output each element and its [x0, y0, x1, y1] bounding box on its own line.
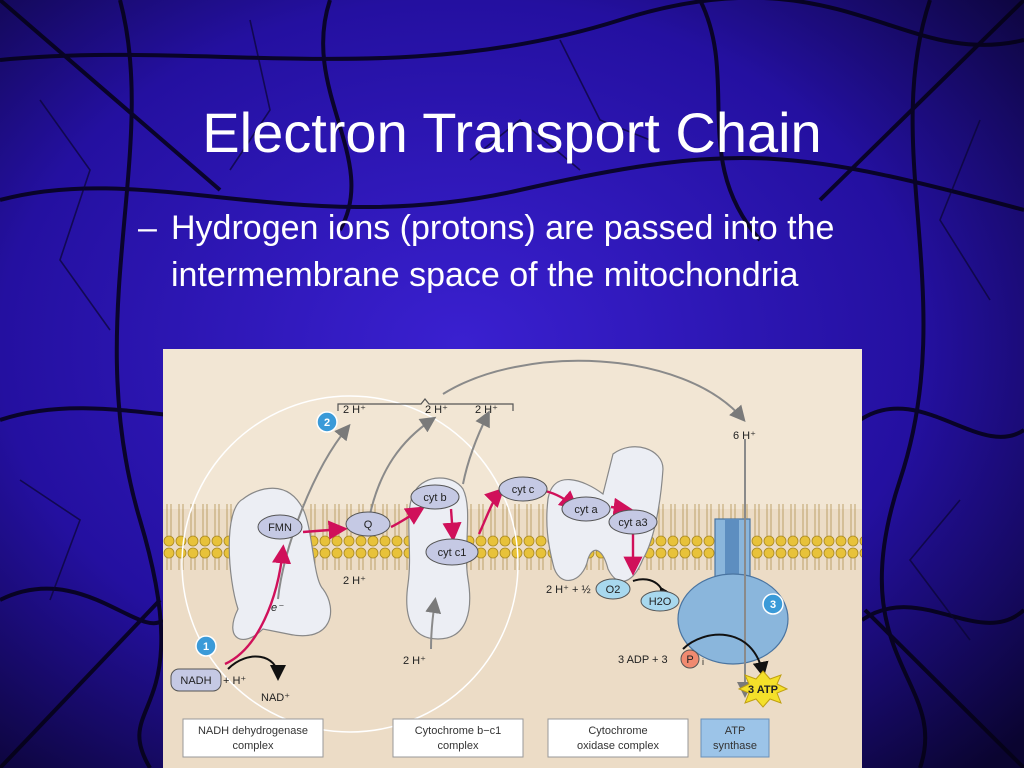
svg-text:FMN: FMN	[268, 522, 292, 534]
nadh-label: NADH	[170, 668, 222, 692]
phosphate-label: P	[680, 649, 700, 669]
electron-arrow-2	[302, 520, 348, 540]
svg-text:3: 3	[770, 599, 776, 611]
step-badge-2: 2	[316, 411, 338, 433]
carrier-cyt-c: cyt c	[498, 476, 548, 502]
step-badge-3: 3	[762, 593, 784, 615]
svg-text:oxidase complex: oxidase complex	[577, 740, 659, 752]
svg-text:Q: Q	[364, 519, 373, 531]
svg-text:cyt c: cyt c	[512, 484, 535, 496]
svg-text:cyt c1: cyt c1	[438, 547, 467, 559]
plus-h-label: + H⁺	[223, 675, 246, 687]
nad-plus-label: NAD⁺	[261, 692, 290, 704]
svg-text:2: 2	[324, 417, 330, 429]
carrier-cyt-b: cyt b	[410, 484, 460, 510]
svg-text:Cytochrome b−c1: Cytochrome b−c1	[415, 725, 502, 737]
slide-title: Electron Transport Chain	[202, 101, 822, 164]
electron-label: e⁻	[271, 602, 284, 614]
step-badge-1: 1	[195, 635, 217, 657]
electron-arrow-3	[390, 506, 426, 529]
svg-text:synthase: synthase	[713, 740, 757, 752]
highlight-circle	[181, 395, 519, 733]
proton-label-top-1: 2 H⁺	[343, 404, 366, 416]
proton-arrow-4	[425, 597, 442, 650]
svg-text:cyt a3: cyt a3	[618, 517, 647, 529]
proton-label-matrix-q: 2 H⁺	[343, 575, 366, 587]
proton-bracket	[337, 398, 514, 411]
proton-arrow-2	[367, 416, 437, 525]
proton-label-matrix-cyt: 2 H⁺	[403, 655, 426, 667]
atp-product: 3 ATP	[737, 670, 789, 708]
caption-cytochrome-bc1: Cytochrome b−c1 complex	[392, 718, 524, 758]
caption-nadh-dehydrogenase: NADH dehydrogenase complex	[182, 718, 324, 758]
svg-text:3 ATP: 3 ATP	[748, 684, 778, 696]
proton-return-arrow	[442, 359, 746, 423]
proton-arrow-3	[462, 410, 490, 485]
adp-label: 3 ADP + 3	[618, 654, 668, 666]
carrier-q: Q	[345, 511, 391, 537]
water-reaction-label: 2 H⁺ + ½	[546, 584, 591, 596]
phosphate-subscript: i	[702, 657, 704, 667]
svg-text:complex: complex	[438, 740, 479, 752]
etc-diagram: 2 H⁺ 2 H⁺ 2 H⁺ 6 H⁺ 2 H⁺ 2 H⁺ FMN Q cyt …	[163, 349, 862, 768]
carrier-cyt-a: cyt a	[561, 496, 611, 522]
electron-arrow-1	[224, 544, 292, 666]
bullet-dash: –	[138, 209, 157, 247]
svg-text:H2O: H2O	[649, 596, 672, 608]
nadh-reaction-arrow	[227, 655, 286, 681]
svg-text:P: P	[686, 654, 693, 666]
electron-arrow-7	[610, 497, 633, 517]
oxygen-label: O2	[595, 578, 631, 600]
svg-text:NADH: NADH	[180, 675, 211, 687]
svg-text:1: 1	[203, 641, 209, 653]
proton-label-top-2: 2 H⁺	[425, 404, 448, 416]
svg-text:complex: complex	[233, 740, 274, 752]
water-label: H2O	[640, 590, 680, 612]
svg-text:cyt a: cyt a	[574, 504, 598, 516]
proton-label-top-3: 2 H⁺	[475, 404, 498, 416]
carrier-cyt-c1: cyt c1	[425, 538, 479, 566]
atp-reaction-arrow	[682, 633, 769, 678]
carrier-fmn: FMN	[257, 514, 303, 540]
svg-text:cyt b: cyt b	[423, 492, 446, 504]
svg-text:O2: O2	[606, 584, 621, 596]
proton-label-synthase: 6 H⁺	[733, 430, 756, 442]
proton-arrow-1	[277, 423, 351, 600]
svg-text:Cytochrome: Cytochrome	[588, 725, 647, 737]
svg-text:NADH dehydrogenase: NADH dehydrogenase	[198, 725, 308, 737]
electron-arrow-4	[442, 508, 462, 542]
caption-atp-synthase: ATP synthase	[700, 718, 770, 758]
electron-arrow-5	[477, 487, 505, 535]
bullet-point: – Hydrogen ions (protons) are passed int…	[138, 205, 898, 299]
carrier-cyt-a3: cyt a3	[608, 509, 658, 535]
bullet-text: Hydrogen ions (protons) are passed into …	[171, 209, 835, 294]
svg-text:ATP: ATP	[725, 725, 746, 737]
caption-cytochrome-oxidase: Cytochrome oxidase complex	[547, 718, 689, 758]
